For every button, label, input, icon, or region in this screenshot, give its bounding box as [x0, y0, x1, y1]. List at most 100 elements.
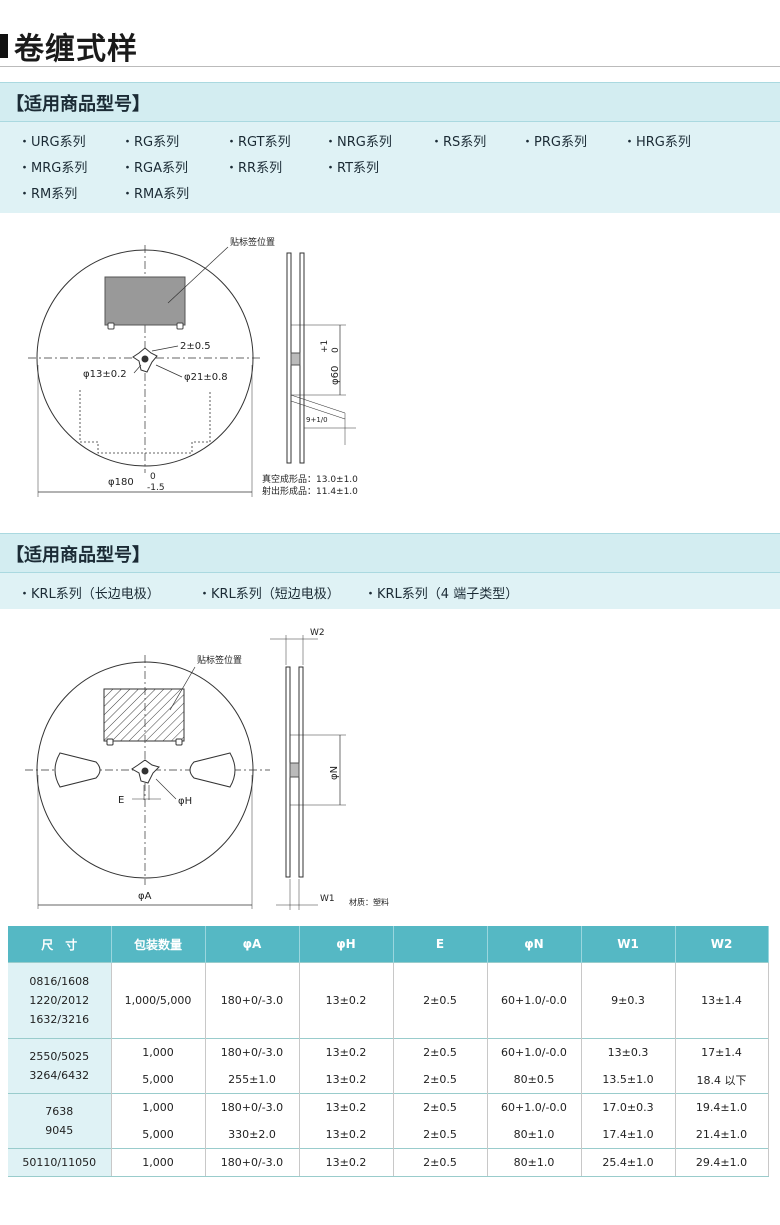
dim-hole: φ13±0.2 — [83, 369, 127, 380]
reel-diagram-1: 贴标签位置 2±0.5 φ13±0.2 φ21±0.8 φ180 0 -1.5 … — [28, 236, 358, 497]
table-cell: 2±0.5 — [393, 1038, 488, 1066]
dim-e: E — [118, 795, 124, 806]
dim-hub: φ21±0.8 — [184, 372, 228, 383]
table-cell: 1,000 — [111, 1038, 206, 1066]
size-cell: 7638 9045 — [8, 1093, 112, 1149]
page-title-bar: 卷缠式样 — [0, 22, 780, 67]
table-cell: 2±0.5 — [393, 962, 488, 1039]
flange-right — [299, 252, 305, 464]
table-cell: 2±0.5 — [393, 1121, 488, 1149]
table-cell: 17.0±0.3 — [581, 1093, 676, 1121]
table-cell: 1,000/5,000 — [111, 962, 206, 1039]
dim-n: φN — [329, 766, 340, 780]
dim-outer-tol-top: 0 — [150, 472, 156, 482]
table-cell: 25.4±1.0 — [581, 1148, 676, 1177]
flange-left — [285, 666, 291, 878]
series-item: ・NRG系列 — [324, 135, 392, 150]
series-item: ・KRL系列（4 端子类型） — [364, 587, 519, 602]
spec-table: 尺 寸 包装数量 φA φH E φN W1 W2 0816/1608 1220… — [8, 926, 769, 1177]
table-cell: 1,000 — [111, 1093, 206, 1121]
table-cell: 13±1.4 — [675, 962, 769, 1039]
dim-w1: W1 — [320, 894, 335, 904]
table-cell: 180+0/-3.0 — [205, 1038, 300, 1066]
table-cell: 80±1.0 — [487, 1148, 582, 1177]
table-cell: 2±0.5 — [393, 1066, 488, 1094]
size-cell: 50110/11050 — [8, 1148, 112, 1177]
table-cell: 80±1.0 — [487, 1121, 582, 1149]
title-marker — [0, 34, 8, 58]
table-header-row: 尺 寸 包装数量 φA φH E φN W1 W2 — [8, 926, 769, 963]
series-item: ・RR系列 — [225, 161, 283, 176]
size-text: 1632/3216 — [29, 1013, 90, 1026]
size-text: 0816/1608 — [29, 975, 90, 988]
col-header: φN — [487, 926, 582, 963]
reel-diagram-2: 贴标签位置 E φH φA φN W2 W1 材质：塑料 — [25, 628, 389, 910]
table-cell: 13±0.2 — [299, 1038, 394, 1066]
window-right — [189, 752, 236, 788]
flange-left — [286, 252, 292, 464]
dim-hub-width: φ60 — [330, 366, 341, 385]
dim-a: φA — [138, 891, 152, 902]
dim-outer-tol-bottom: -1.5 — [147, 483, 165, 493]
table-cell: 13.5±1.0 — [581, 1066, 676, 1094]
table-cell: 60+1.0/-0.0 — [487, 1093, 582, 1121]
col-header: W1 — [581, 926, 676, 963]
table-cell: 180+0/-3.0 — [205, 1093, 300, 1121]
label-area — [103, 688, 185, 742]
table-cell: 29.4±1.0 — [675, 1148, 769, 1177]
series-item: ・RS系列 — [430, 135, 487, 150]
flange-right — [298, 666, 304, 878]
size-text: 3264/6432 — [29, 1069, 90, 1082]
series-item: ・RM系列 — [18, 187, 78, 202]
table-cell: 1,000 — [111, 1148, 206, 1177]
table-cell: 13±0.3 — [581, 1038, 676, 1066]
size-cell: 0816/1608 1220/2012 1632/3216 — [8, 962, 112, 1039]
material-note: 材质：塑料 — [349, 897, 389, 907]
size-text: 9045 — [45, 1124, 74, 1137]
table-cell: 13±0.2 — [299, 962, 394, 1039]
series-item: ・PRG系列 — [521, 135, 587, 150]
note-injection: 射出形成品：11.4±1.0 — [262, 485, 358, 497]
label-area — [104, 276, 186, 326]
dim-w2: W2 — [310, 628, 325, 638]
dim-outer: φ180 — [108, 477, 134, 488]
section2-band: 【适用商品型号】 ・KRL系列（长边电极） ・KRL系列（短边电极） ・KRL系… — [0, 533, 780, 609]
section1-heading: 【适用商品型号】 — [6, 94, 150, 115]
col-header: W2 — [675, 926, 769, 963]
table-row: 5,000 255±1.0 13±0.2 2±0.5 80±0.5 13.5±1… — [8, 1066, 769, 1094]
table-cell: 330±2.0 — [205, 1121, 300, 1149]
label-position-text: 贴标签位置 — [230, 236, 275, 248]
size-text: 50110/11050 — [22, 1156, 97, 1169]
series-item: ・KRL系列（长边电极） — [18, 587, 160, 602]
table-cell: 180+0/-3.0 — [205, 962, 300, 1039]
size-text: 1220/2012 — [29, 994, 90, 1007]
table-cell: 80±0.5 — [487, 1066, 582, 1094]
table-cell: 19.4±1.0 — [675, 1093, 769, 1121]
series-item: ・RG系列 — [121, 135, 180, 150]
table-cell: 2±0.5 — [393, 1148, 488, 1177]
table-row: 5,000 330±2.0 13±0.2 2±0.5 80±1.0 17.4±1… — [8, 1121, 769, 1149]
table-cell: 13±0.2 — [299, 1148, 394, 1177]
dim-h: φH — [178, 796, 192, 807]
table-cell: 13±0.2 — [299, 1066, 394, 1094]
label-position-text: 贴标签位置 — [197, 654, 242, 666]
table-cell: 21.4±1.0 — [675, 1121, 769, 1149]
col-header: 尺 寸 — [8, 926, 112, 963]
dim-slot: 2±0.5 — [180, 341, 211, 352]
series-item: ・RT系列 — [324, 161, 380, 176]
table-cell: 180+0/-3.0 — [205, 1148, 300, 1177]
section2-header: 【适用商品型号】 — [0, 533, 780, 573]
series-item: ・MRG系列 — [18, 161, 88, 176]
table-cell: 18.4 以下 — [675, 1066, 769, 1094]
dim-gap: 9+1/0 — [306, 416, 328, 424]
table-cell: 9±0.3 — [581, 962, 676, 1039]
col-header: 包装数量 — [111, 926, 206, 963]
size-text: 7638 — [45, 1105, 74, 1118]
table-cell: 17.4±1.0 — [581, 1121, 676, 1149]
series-item: ・HRG系列 — [623, 135, 691, 150]
col-header: φH — [299, 926, 394, 963]
note-vacuum: 真空成形品：13.0±1.0 — [262, 473, 358, 485]
series-item: ・URG系列 — [18, 135, 86, 150]
page-title: 卷缠式样 — [14, 32, 138, 67]
table-row: 2550/5025 3264/6432 1,000 180+0/-3.0 13±… — [8, 1038, 769, 1094]
